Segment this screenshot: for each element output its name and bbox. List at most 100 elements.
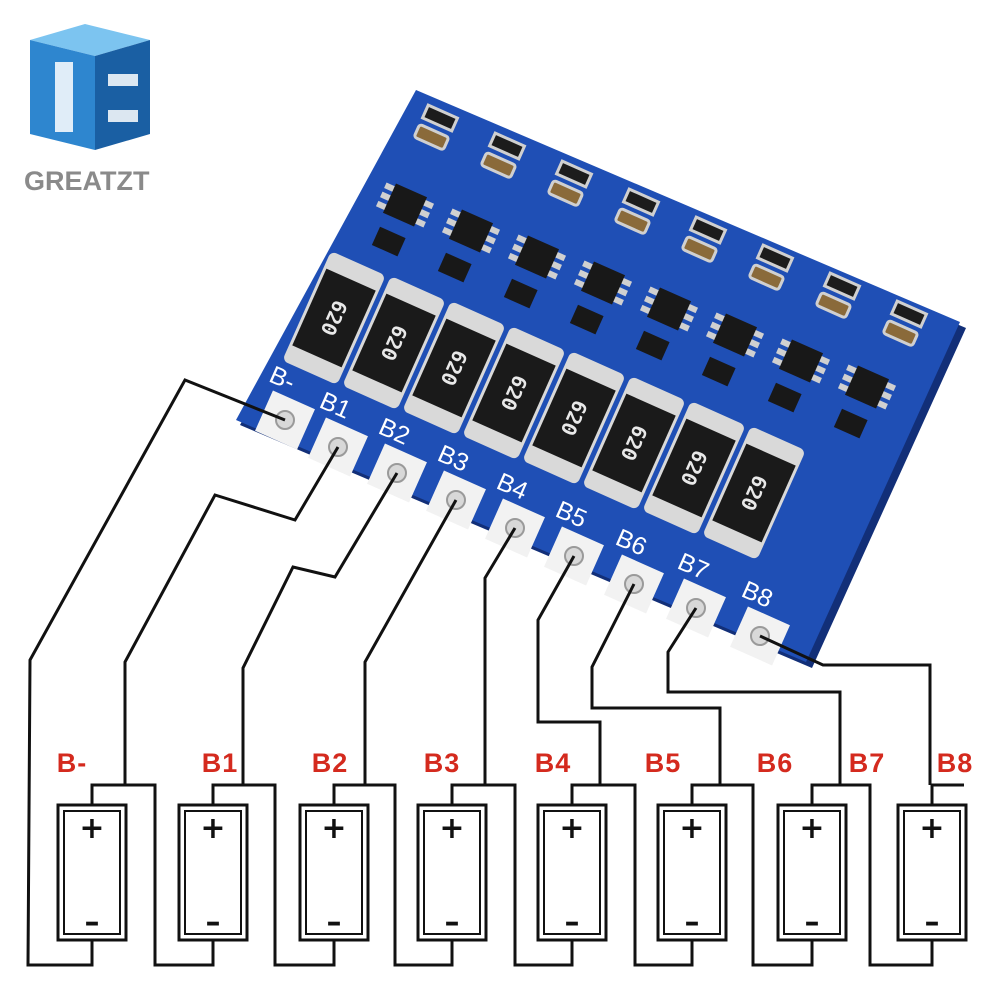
cell-outer [776, 803, 848, 942]
ic-pin [380, 191, 392, 202]
ic-pin [780, 338, 792, 349]
ic-pin [488, 225, 501, 236]
cell-outer [56, 803, 128, 942]
cell-outer [896, 803, 968, 942]
terminal-lead [450, 783, 484, 805]
wire-b3 [363, 499, 458, 967]
ic-pin [644, 295, 656, 306]
ic-pin [507, 252, 520, 263]
battery-cell-4: +– [416, 803, 488, 942]
ic-pin [752, 329, 765, 340]
cell-outer [177, 803, 249, 942]
cell-inner [184, 810, 242, 935]
logo-t-cut [55, 62, 73, 132]
ic-pin [620, 277, 633, 288]
logo-cube-right [95, 40, 150, 150]
small-capacitor [681, 235, 718, 263]
ic-pin [771, 356, 784, 367]
ic-pin [714, 312, 726, 323]
resistor-body [532, 368, 616, 468]
terminal-lead [810, 783, 844, 805]
smd-resistor: 620 [284, 252, 384, 384]
plus-sign: + [439, 811, 464, 846]
ic-body [382, 183, 428, 227]
smd-resistor: 620 [464, 327, 564, 459]
battery-cell-3: +– [298, 803, 370, 942]
ic-pin [876, 399, 888, 410]
small-resistor [889, 299, 929, 329]
ic-body [646, 287, 692, 331]
terminal-lead [211, 783, 245, 805]
ic-pin [678, 321, 690, 332]
ic-body [580, 261, 626, 305]
small-capacitor [614, 207, 651, 235]
small-component [547, 159, 594, 207]
ic-pin [842, 373, 854, 384]
smd-resistor: 620 [524, 352, 624, 484]
ic-body [778, 339, 824, 383]
cell-inner [543, 810, 601, 935]
terminal-lead [90, 783, 124, 805]
ic-pin [450, 208, 462, 219]
ic-chip [371, 182, 435, 257]
transistor-body [569, 304, 604, 335]
wires [26, 378, 964, 967]
ic-pin [550, 260, 562, 271]
small-resistor [755, 243, 795, 273]
plus-sign: + [321, 811, 346, 846]
cell-inner [663, 810, 721, 935]
plus-sign: + [200, 811, 225, 846]
ic-body [712, 313, 758, 357]
ic-pin [686, 303, 699, 314]
small-component [614, 187, 661, 235]
cell-label-b2: B2 [312, 748, 349, 778]
ic-pin [648, 286, 660, 297]
ic-body [448, 209, 494, 253]
cell-label-b7: B7 [849, 748, 886, 778]
ic-chip [569, 260, 633, 335]
ic-pin [710, 321, 722, 332]
ic-pin [818, 355, 831, 366]
ic-pin [814, 364, 826, 375]
battery-cell-5: +– [536, 803, 608, 942]
ic-pin [441, 226, 454, 237]
cell-outer [656, 803, 728, 942]
ic-pin [880, 390, 892, 401]
wire-b-minus [26, 378, 286, 967]
plus-sign: + [559, 811, 584, 846]
ic-chip [701, 312, 765, 387]
wire-b1 [123, 446, 340, 967]
plus-sign: + [799, 811, 824, 846]
ic-chip [437, 208, 501, 283]
smd-resistor: 620 [584, 377, 684, 509]
cell-outer [416, 803, 488, 942]
small-capacitor [815, 291, 852, 319]
terminal-lead [570, 783, 604, 805]
ic-pin [705, 330, 718, 341]
minus-sign: – [565, 905, 580, 940]
minus-sign: – [327, 905, 342, 940]
cell-inner [63, 810, 121, 935]
battery-cell-8: +– [896, 803, 968, 942]
transistor-body [767, 382, 802, 413]
ic-pin [744, 347, 756, 358]
small-capacitor [748, 263, 785, 291]
cell-inner [903, 810, 961, 935]
ic-body [514, 235, 560, 279]
ic-pin [446, 217, 458, 228]
terminal-lead [690, 783, 724, 805]
ic-pin [810, 373, 822, 384]
resistor-body [472, 343, 556, 443]
ic-pin [837, 382, 850, 393]
small-component [815, 271, 862, 319]
resistor-body [652, 418, 736, 518]
small-resistor [487, 131, 527, 161]
ic-pin [546, 269, 558, 280]
ic-pin [375, 200, 388, 211]
ic-pin [484, 234, 496, 245]
ic-pin [554, 251, 567, 262]
small-capacitor [882, 319, 919, 347]
ic-chip [833, 364, 897, 439]
